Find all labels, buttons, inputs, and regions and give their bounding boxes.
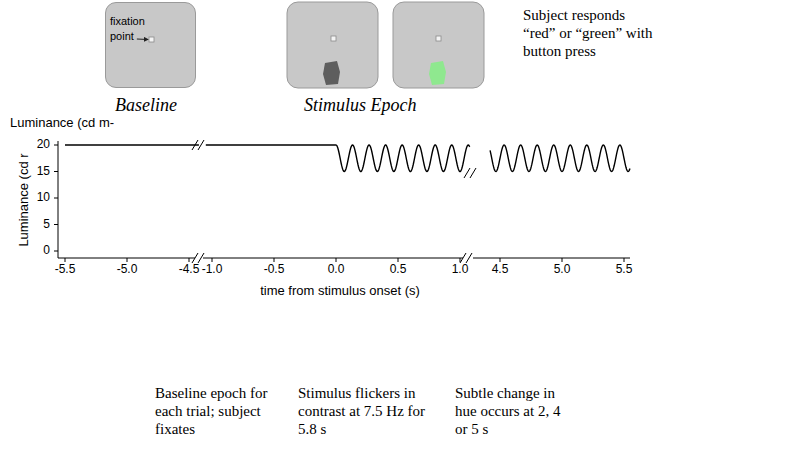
fixation-point xyxy=(149,37,154,42)
axis-break xyxy=(198,253,204,263)
note: Subtle change in hue occurs at 2, 4 or 5… xyxy=(455,384,573,438)
axis-break xyxy=(464,168,470,178)
tick-mark xyxy=(624,258,625,262)
tick-mark xyxy=(398,258,399,262)
axis-title: Luminance (cd r xyxy=(17,153,32,246)
tick-mark xyxy=(65,258,66,262)
tick-mark xyxy=(460,258,461,262)
baseline-screen: fixation point xyxy=(105,2,196,88)
axis-title: time from stimulus onset (s) xyxy=(260,284,420,299)
luminance-trace xyxy=(490,145,630,172)
tick-label: 10 xyxy=(37,191,50,205)
axis-break xyxy=(470,168,476,178)
axis-break xyxy=(460,253,466,263)
luminance-trace xyxy=(206,145,470,171)
callout-label: fixation point xyxy=(110,14,154,44)
tick-mark xyxy=(212,258,213,262)
axis-break xyxy=(192,253,198,263)
stimulus-screen xyxy=(287,2,378,88)
note: Stimulus flickers in contrast at 7.5 Hz … xyxy=(298,384,430,438)
tick-label: 0.0 xyxy=(328,263,345,277)
axis-title: Luminance (cd m- xyxy=(10,116,114,131)
tick-label: -5.0 xyxy=(117,263,138,277)
tick-label: 0.5 xyxy=(390,263,407,277)
tick-mark xyxy=(500,258,501,262)
tick-mark xyxy=(54,145,58,146)
tick-label: -0.5 xyxy=(264,263,285,277)
tick-mark xyxy=(54,171,58,172)
tick-label: 0 xyxy=(43,244,50,258)
tick-mark xyxy=(54,251,58,252)
tick-mark xyxy=(127,258,128,262)
tick-label: 20 xyxy=(37,138,50,152)
stimulus-screen xyxy=(393,2,484,88)
luminance-chart xyxy=(54,140,630,263)
axis-break xyxy=(466,253,472,263)
x-axis xyxy=(473,258,630,259)
tick-label: 15 xyxy=(37,165,50,179)
tick-label: 1.0 xyxy=(452,263,469,277)
panel-label: Stimulus Epoch xyxy=(304,95,417,116)
leader-line xyxy=(137,39,148,41)
tick-label: 5.5 xyxy=(616,263,633,277)
tick-label: 5.0 xyxy=(554,263,571,277)
axis-break xyxy=(192,140,198,150)
dark-patch xyxy=(323,61,340,85)
note: Baseline epoch for each trial; subject f… xyxy=(155,384,277,438)
tick-label: 5 xyxy=(43,218,50,232)
note: Subject responds “red” or “green” with b… xyxy=(523,6,655,60)
y-axis xyxy=(58,141,59,258)
tick-label: -4.5 xyxy=(179,263,200,277)
tick-mark xyxy=(336,258,337,262)
x-axis xyxy=(203,258,463,259)
tick-mark xyxy=(562,258,563,262)
tick-label: -5.5 xyxy=(55,263,76,277)
axis-break xyxy=(198,140,204,150)
tick-mark xyxy=(274,258,275,262)
panel-label: Baseline xyxy=(115,95,177,116)
tick-label: 4.5 xyxy=(492,263,509,277)
tick-mark xyxy=(54,224,58,225)
green-patch xyxy=(429,61,446,85)
luminance-trace xyxy=(65,144,199,145)
tick-mark xyxy=(54,198,58,199)
tick-mark xyxy=(189,258,190,262)
tick-label: -1.0 xyxy=(202,263,223,277)
